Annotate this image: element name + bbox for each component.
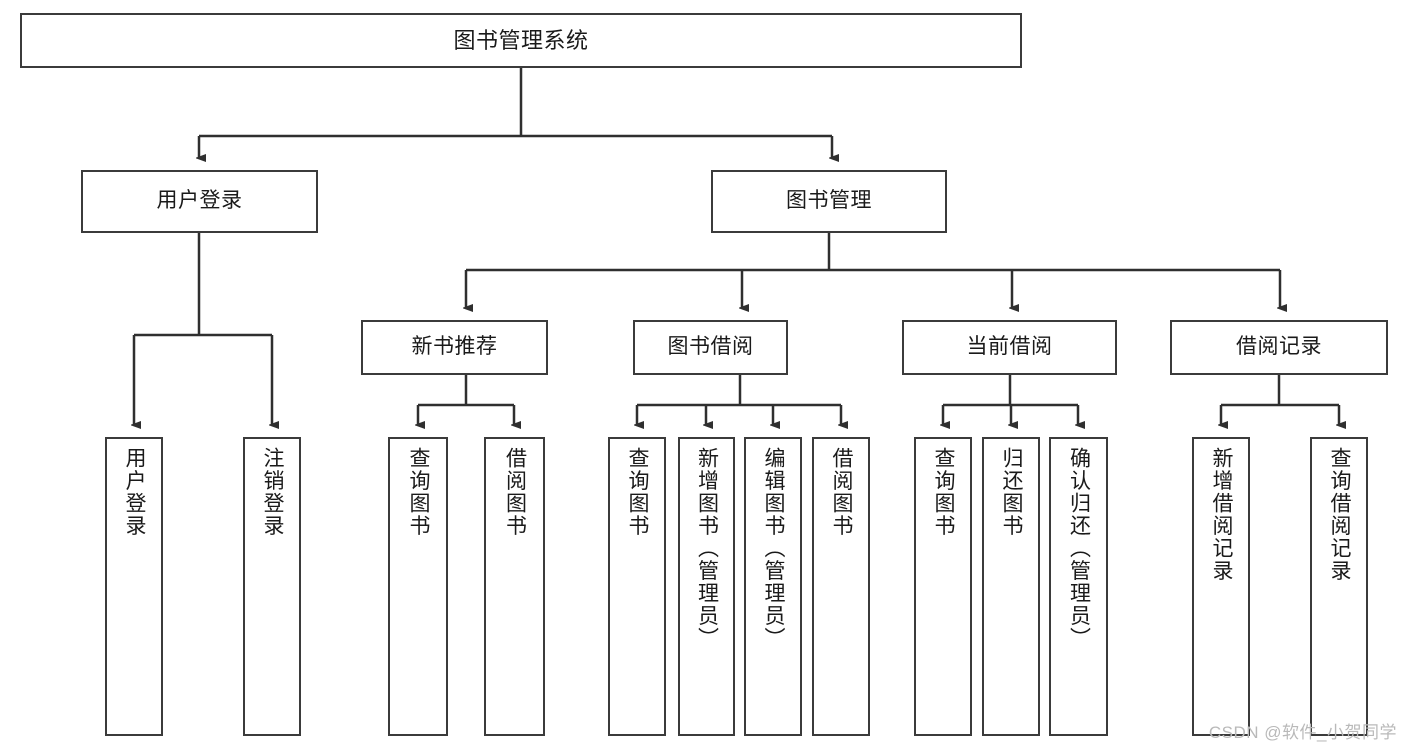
node-new-book-recommend-label: 新书推荐 bbox=[411, 335, 498, 359]
node-current-borrow-label: 当前借阅 bbox=[966, 335, 1053, 359]
node-book-management[interactable]: 图书管理 bbox=[711, 170, 947, 233]
node-leaf-query-book-2-label: 查询图书 bbox=[626, 447, 650, 537]
node-borrow-record-label: 借阅记录 bbox=[1236, 335, 1322, 359]
node-leaf-user-login[interactable]: 用户登录 bbox=[105, 437, 163, 736]
node-leaf-borrow-book-1-label: 借阅图书 bbox=[503, 447, 527, 537]
csdn-watermark: CSDN @软件_小贺同学 bbox=[1208, 723, 1397, 742]
node-leaf-borrow-book-2-label: 借阅图书 bbox=[830, 447, 854, 537]
node-root-system-label: 图书管理系统 bbox=[453, 27, 589, 53]
node-root-system[interactable]: 图书管理系统 bbox=[20, 13, 1022, 68]
node-book-borrow[interactable]: 图书借阅 bbox=[633, 320, 788, 375]
node-borrow-record[interactable]: 借阅记录 bbox=[1170, 320, 1388, 375]
node-leaf-edit-book-label: 编辑图书（管理员） bbox=[762, 447, 786, 650]
node-leaf-logout-login-label: 注销登录 bbox=[261, 447, 285, 537]
node-book-management-label: 图书管理 bbox=[786, 189, 872, 213]
node-leaf-query-book-1-label: 查询图书 bbox=[407, 447, 431, 537]
node-leaf-return-book-label: 归还图书 bbox=[1000, 447, 1024, 537]
node-leaf-query-book-2[interactable]: 查询图书 bbox=[608, 437, 666, 736]
node-leaf-query-book-3[interactable]: 查询图书 bbox=[914, 437, 972, 736]
node-leaf-query-book-3-label: 查询图书 bbox=[932, 447, 956, 537]
node-leaf-add-record-label: 新增借阅记录 bbox=[1210, 447, 1234, 582]
node-leaf-borrow-book-1[interactable]: 借阅图书 bbox=[484, 437, 545, 736]
node-leaf-query-record[interactable]: 查询借阅记录 bbox=[1310, 437, 1368, 736]
node-user-login[interactable]: 用户登录 bbox=[81, 170, 318, 233]
node-leaf-confirm-return-label: 确认归还（管理员） bbox=[1067, 447, 1091, 650]
node-book-borrow-label: 图书借阅 bbox=[667, 335, 754, 359]
node-leaf-user-login-label: 用户登录 bbox=[123, 447, 147, 537]
node-leaf-query-book-1[interactable]: 查询图书 bbox=[388, 437, 448, 736]
node-user-login-label: 用户登录 bbox=[156, 189, 243, 213]
node-new-book-recommend[interactable]: 新书推荐 bbox=[361, 320, 548, 375]
node-leaf-add-record[interactable]: 新增借阅记录 bbox=[1192, 437, 1250, 736]
node-leaf-add-book-label: 新增图书（管理员） bbox=[695, 447, 719, 650]
node-leaf-query-record-label: 查询借阅记录 bbox=[1328, 447, 1352, 582]
node-leaf-edit-book[interactable]: 编辑图书（管理员） bbox=[744, 437, 802, 736]
node-leaf-borrow-book-2[interactable]: 借阅图书 bbox=[812, 437, 870, 736]
node-current-borrow[interactable]: 当前借阅 bbox=[902, 320, 1117, 375]
node-leaf-confirm-return[interactable]: 确认归还（管理员） bbox=[1049, 437, 1108, 736]
node-leaf-add-book[interactable]: 新增图书（管理员） bbox=[678, 437, 735, 736]
node-leaf-return-book[interactable]: 归还图书 bbox=[982, 437, 1040, 736]
node-leaf-logout-login[interactable]: 注销登录 bbox=[243, 437, 301, 736]
